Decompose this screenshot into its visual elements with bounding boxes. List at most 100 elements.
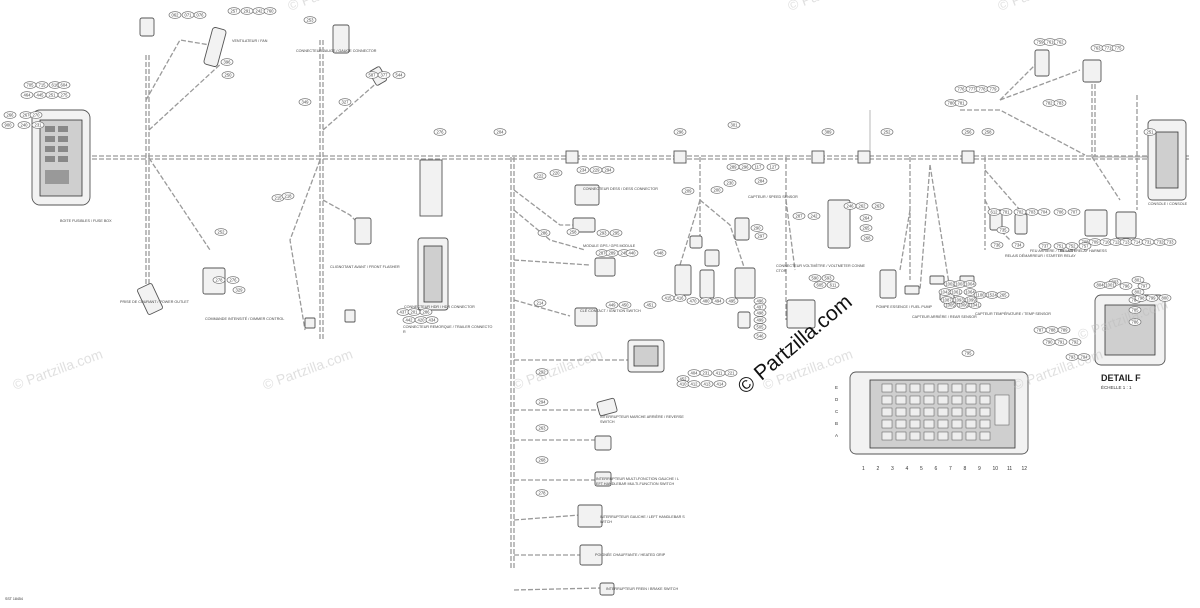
- callout-bubble: 1524: [985, 291, 999, 299]
- callout-bubble: 733: [1163, 238, 1177, 246]
- callout-label: 787: [1037, 328, 1045, 333]
- callout-label: 544: [396, 73, 404, 78]
- callout-label: 062: [172, 13, 180, 18]
- callout-label: 258: [985, 130, 993, 135]
- callout-bubble: 785: [1128, 306, 1142, 314]
- callout-label: 499: [757, 318, 765, 323]
- callout-label: 793: [1069, 355, 1077, 360]
- callout-label: 593: [825, 276, 833, 281]
- callout-label: 701: [1003, 210, 1011, 215]
- callout-bubble: 464: [20, 91, 34, 99]
- callout-label: 256: [965, 130, 973, 135]
- callout-bubble: 544: [392, 71, 406, 79]
- callout-label: 734: [1015, 243, 1023, 248]
- callout-label: 229: [593, 168, 601, 173]
- callout-label: 706: [1057, 210, 1065, 215]
- caption-left-handlebar: INTERRUPTEUR MULTI-FONCTION GAUCHE / L: [596, 477, 679, 481]
- copyright-watermark: © Partzilla.com: [996, 0, 1090, 14]
- callout-label: 434: [429, 318, 437, 323]
- callout-label: 292: [539, 370, 547, 375]
- caption-heat-lever: POIGNÉE CHAUFFANTE / HEATED GRIP: [595, 552, 666, 557]
- callout-label: 779: [990, 87, 998, 92]
- callout-label: 731: [1145, 240, 1153, 245]
- console-key: [979, 383, 991, 393]
- copyright-watermark: © Partzilla.com: [261, 346, 355, 393]
- callout-label: 200: [714, 188, 722, 193]
- callout-bubble: 495: [725, 297, 739, 305]
- callout-label: 329: [236, 288, 244, 293]
- sheet-code: SST 18454: [5, 597, 23, 601]
- caption-trailer: CONNECTEUR REMORQUE / TRAILER CONNECTO: [403, 325, 493, 329]
- callout-label: 291: [244, 9, 252, 14]
- callout-label: 437: [400, 310, 408, 315]
- callout-bubble: 230: [723, 179, 737, 187]
- callout-label: 714: [1134, 240, 1142, 245]
- callout-bubble: 714: [1130, 238, 1144, 246]
- callout-bubble: 251: [1143, 128, 1157, 136]
- callout-label: 251: [1147, 130, 1155, 135]
- detail-col-12: 12: [1022, 466, 1028, 472]
- callout-label: 1087: [942, 298, 952, 303]
- callout-bubble: 265: [996, 291, 1010, 299]
- console-key: [951, 419, 963, 429]
- callout-label: 464: [24, 93, 32, 98]
- callout-bubble: 593: [821, 274, 835, 282]
- callout-label: 220: [553, 171, 561, 176]
- console-key: [909, 407, 921, 417]
- callout-bubble: 062: [168, 11, 182, 19]
- callout-bubble: 294: [601, 166, 615, 174]
- callout-label: 231: [703, 371, 711, 376]
- callout-label: 802: [1135, 290, 1143, 295]
- callout-label: 788: [1049, 328, 1057, 333]
- console-relay: [994, 394, 1010, 426]
- callout-label: 713: [1123, 240, 1131, 245]
- callout-bubble: 290: [750, 224, 764, 232]
- callout-bubble: 434: [425, 316, 439, 324]
- callout-bubble: 789: [1057, 326, 1071, 334]
- detail-col-3: 3: [891, 466, 894, 472]
- callout-bubble: 117: [751, 163, 765, 171]
- main-harness-trunk: [78, 39, 1190, 591]
- callout-label: 797: [1141, 284, 1149, 289]
- callout-label: 246: [847, 204, 855, 209]
- console-key: [881, 419, 893, 429]
- callout-label: 1004: [965, 282, 975, 287]
- callout-bubble: 246: [843, 202, 857, 210]
- callout-bubble: 1093: [952, 296, 966, 304]
- console-key: [909, 431, 921, 441]
- callout-bubble: 781: [954, 99, 968, 107]
- callout-bubble: 209: [681, 187, 695, 195]
- callout-label: 777: [969, 87, 977, 92]
- caption-hvac-line2: CTOR: [776, 269, 787, 273]
- callout-bubble: 704: [1037, 208, 1051, 216]
- callout-label: 268: [539, 458, 547, 463]
- callout-bubble: 229: [589, 166, 603, 174]
- callout-label: 234: [580, 168, 588, 173]
- callout-label: 1064: [965, 290, 975, 295]
- callout-bubble: 498: [753, 309, 767, 317]
- console-key: [895, 431, 907, 441]
- callout-label: 470: [690, 299, 698, 304]
- callout-label: 781: [958, 101, 966, 106]
- callout-bubble: 445: [33, 91, 47, 99]
- console-key: [923, 431, 935, 441]
- callout-label: 252: [884, 130, 892, 135]
- callout-bubble: 779: [986, 85, 1000, 93]
- callout-bubble: 788: [1045, 326, 1059, 334]
- callout-bubble: 251: [45, 91, 59, 99]
- callout-bubble: 783: [1053, 99, 1067, 107]
- callout-label: 289: [609, 251, 617, 256]
- callout-bubble: 268: [535, 456, 549, 464]
- callout-bubble: 1061: [949, 288, 963, 296]
- callout-label: 785: [1132, 308, 1140, 313]
- caption-reverse-line2: SWITCH: [600, 420, 615, 424]
- callout-label: 262: [859, 204, 867, 209]
- callout-label: 287: [796, 214, 804, 219]
- callout-label: 736: [994, 243, 1002, 248]
- callout-bubble: 900: [1, 121, 15, 129]
- callout-bubble: 605: [813, 281, 827, 289]
- callout-bubble: 494: [711, 297, 725, 305]
- callout-label: 790: [1046, 340, 1054, 345]
- callout-bubble: 411: [712, 369, 726, 377]
